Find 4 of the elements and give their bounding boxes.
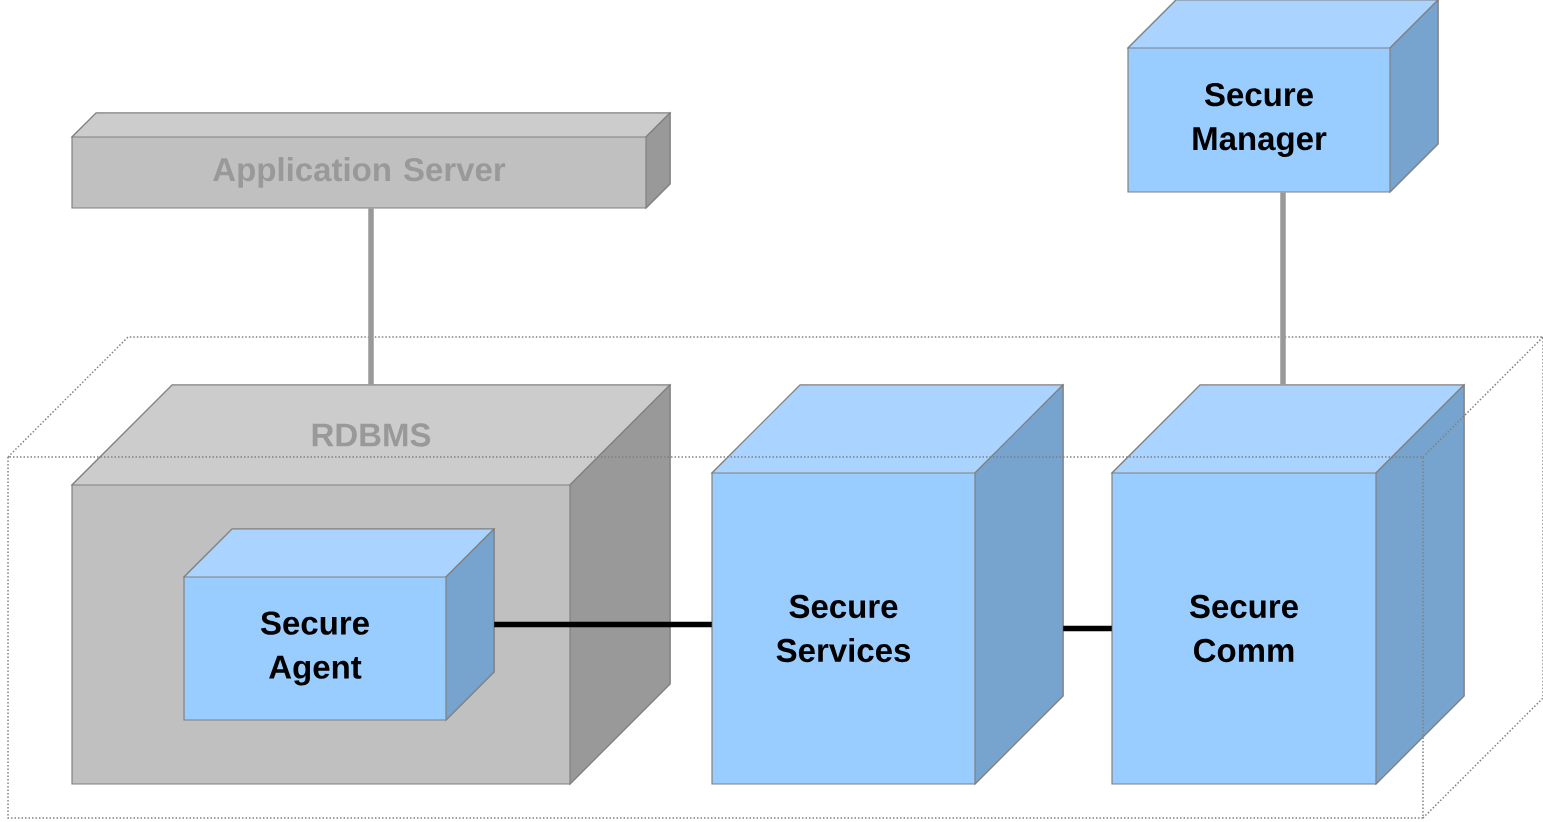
connector-line (1063, 625, 1112, 632)
connector-line (368, 208, 374, 385)
connector-line (1280, 192, 1286, 385)
connector-line (494, 621, 712, 628)
